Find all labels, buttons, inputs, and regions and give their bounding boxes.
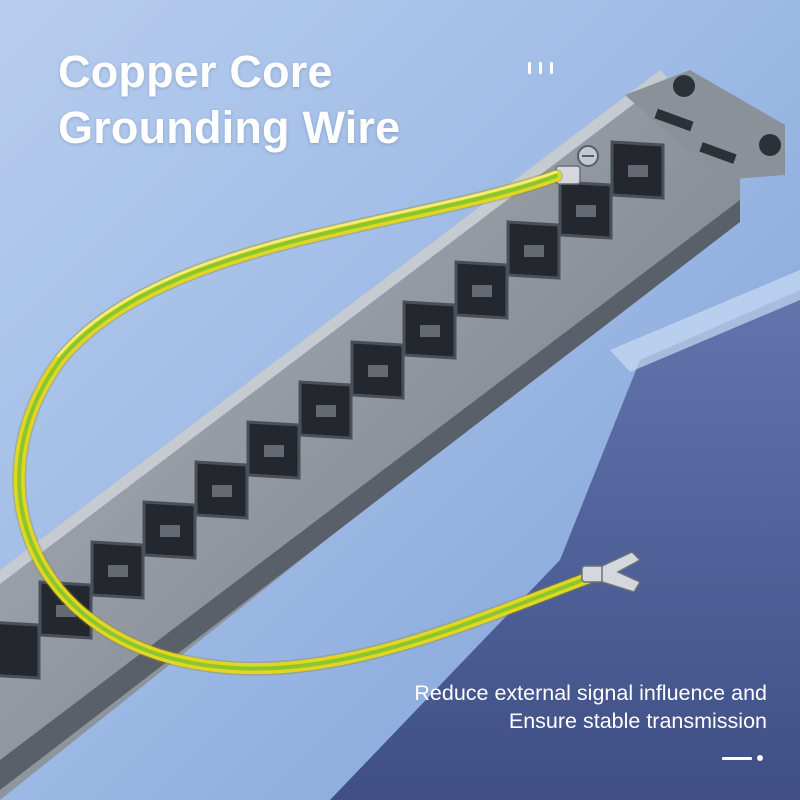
port-inner-detail: [56, 165, 648, 617]
mount-hole-top: [673, 75, 695, 97]
rack-ear: [625, 70, 785, 180]
patch-panel: [0, 70, 785, 800]
wire-highlight: [56, 170, 558, 358]
desk-surface: [330, 290, 800, 800]
headline-line-2: Grounding Wire: [58, 102, 401, 153]
grounding-wire: [12, 169, 642, 676]
caption-line-1: Reduce external signal influence and: [414, 681, 767, 705]
ear-slot-2: [699, 142, 737, 164]
decorative-dot: [757, 755, 763, 761]
ear-slot: [654, 108, 694, 132]
desk-edge-highlight: [610, 270, 800, 372]
decorative-dash: [722, 757, 752, 760]
wire-green-stripe: [17, 174, 590, 671]
fork-terminal: [581, 551, 642, 593]
caption-line-2: Ensure stable transmission: [508, 709, 767, 733]
headline: Copper Core Grounding Wire: [58, 44, 400, 156]
keystone-port: [0, 621, 41, 680]
decorative-ticks: [528, 62, 558, 76]
caption: Reduce external signal influence and Ens…: [414, 679, 767, 735]
headline-line-1: Copper Core: [58, 46, 333, 97]
mount-hole-bottom: [759, 134, 781, 156]
panel-lip: [0, 200, 740, 790]
